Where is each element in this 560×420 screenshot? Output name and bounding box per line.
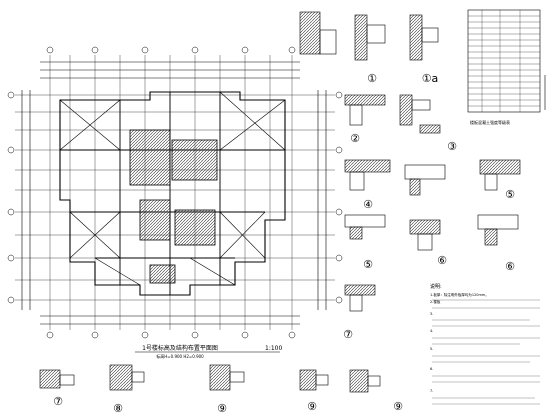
notes-line: 7. bbox=[430, 389, 433, 393]
notes-line: 1.板厚：除注明外板厚均为120mm。 bbox=[430, 292, 489, 297]
section-marker: ⑥ bbox=[437, 254, 447, 267]
notes-line: 4. bbox=[430, 329, 433, 333]
detail-group-bottom bbox=[39, 284, 381, 393]
notes-title: 说明: bbox=[430, 283, 442, 290]
plan-scale: 1:100 bbox=[265, 345, 282, 352]
plan-title: 1号楼标高及结构布置平面图 bbox=[142, 344, 218, 352]
section-marker: ① bbox=[367, 72, 377, 85]
notes-line: 5. bbox=[430, 347, 433, 351]
section-marker: ⑧ bbox=[113, 402, 123, 415]
plan-axis-bubbles bbox=[7, 46, 343, 339]
section-marker: ①a bbox=[422, 72, 439, 85]
notes-line: 3. bbox=[430, 312, 433, 316]
section-marker: ④ bbox=[363, 198, 373, 211]
section-marker: ⑤ bbox=[363, 258, 373, 271]
section-marker: ② bbox=[350, 132, 360, 145]
section-marker: ⑤ bbox=[505, 188, 515, 201]
notes-line: 6. bbox=[430, 367, 433, 371]
plan-hatched-core bbox=[129, 129, 218, 284]
floor-plan bbox=[15, 55, 335, 330]
section-marker: ⑨ bbox=[307, 400, 317, 413]
detail-group-top bbox=[299, 9, 546, 113]
table-caption: 楼板混凝土强度等级表 bbox=[470, 119, 510, 125]
section-markers: ① ①a ② ③ ④ ⑤ ⑤ ⑥ ⑥ ⑦ ⑦ ⑧ ⑨ ⑨ ⑨ bbox=[53, 72, 515, 415]
detail-group-row2 bbox=[344, 94, 521, 251]
section-marker: ⑨ bbox=[393, 400, 403, 413]
section-marker: ⑨ bbox=[217, 402, 227, 415]
notes-block: 说明: 1.板厚：除注明外板厚均为120mm。 2.楼板 3. 4. 5. 6.… bbox=[430, 283, 540, 405]
section-marker: ⑥ bbox=[505, 260, 515, 273]
plan-subtitle: 标高H=0.900 H2=0.900 bbox=[156, 353, 204, 359]
section-marker: ⑦ bbox=[343, 328, 353, 341]
section-marker: ③ bbox=[447, 140, 457, 153]
section-marker: ⑦ bbox=[53, 395, 63, 408]
notes-line: 2.楼板 bbox=[430, 299, 441, 304]
